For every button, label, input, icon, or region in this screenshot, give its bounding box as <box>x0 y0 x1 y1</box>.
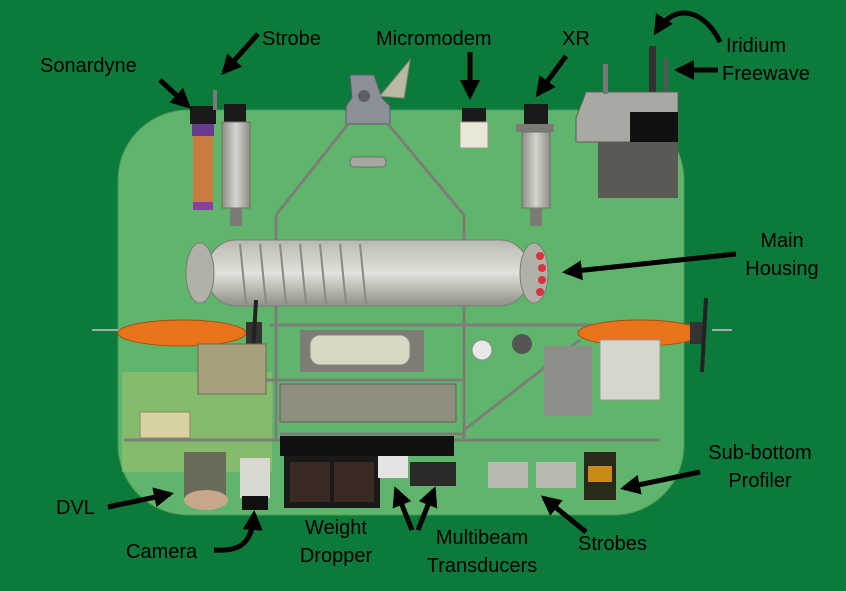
label-main-housing-line1: Main <box>760 230 804 252</box>
arrow-strobes <box>540 495 588 534</box>
label-multibeam-line2: Transducers <box>426 555 538 577</box>
arrow-main-housing <box>562 251 737 281</box>
small-top-device <box>349 156 387 168</box>
arrow-iridium <box>653 10 723 44</box>
arrow-multibeam <box>392 486 415 531</box>
callout-arrows <box>107 10 737 553</box>
label-freewave: Freewave <box>722 63 810 85</box>
label-weight-dropper: Weight Dropper <box>282 517 390 567</box>
micromodem-device <box>459 108 489 149</box>
lifting-bail <box>345 58 411 125</box>
arrow-camera <box>213 510 263 553</box>
arrow-multibeam-2 <box>415 486 438 531</box>
label-main-housing: Main Housing <box>728 230 836 280</box>
label-camera: Camera <box>126 541 198 563</box>
arrow-xr <box>535 54 569 98</box>
label-micromodem: Micromodem <box>376 28 492 50</box>
arrow-sonardyne <box>158 78 191 109</box>
arrow-sub-bottom <box>620 469 701 495</box>
label-dvl: DVL <box>56 497 95 519</box>
label-sub-bottom-line1: Sub-bottom <box>708 442 812 464</box>
label-strobes: Strobes <box>578 533 647 555</box>
main-housing-cylinder <box>185 239 549 307</box>
arrow-dvl <box>107 487 174 510</box>
label-main-housing-line2: Housing <box>745 258 819 280</box>
label-xr: XR <box>562 28 590 50</box>
iridium-freewave-unit <box>575 46 679 198</box>
bottom-instruments <box>139 411 616 510</box>
label-weight-dropper-line2: Dropper <box>299 545 373 567</box>
label-iridium: Iridium <box>726 35 787 57</box>
label-sonardyne: Sonardyne <box>40 55 137 77</box>
arrow-strobe <box>221 32 260 75</box>
label-weight-dropper-line1: Weight <box>305 517 367 539</box>
label-sub-bottom-line2: Profiler <box>728 470 792 492</box>
label-sub-bottom-profiler: Sub-bottom Profiler <box>700 442 820 492</box>
center-electronics <box>197 330 661 423</box>
strobe-device <box>213 90 251 226</box>
label-multibeam-transducers: Multibeam Transducers <box>408 527 556 577</box>
label-strobe: Strobe <box>262 28 321 50</box>
xr-device <box>516 104 554 226</box>
sonardyne-device <box>190 106 216 210</box>
label-multibeam-line1: Multibeam <box>435 527 529 549</box>
